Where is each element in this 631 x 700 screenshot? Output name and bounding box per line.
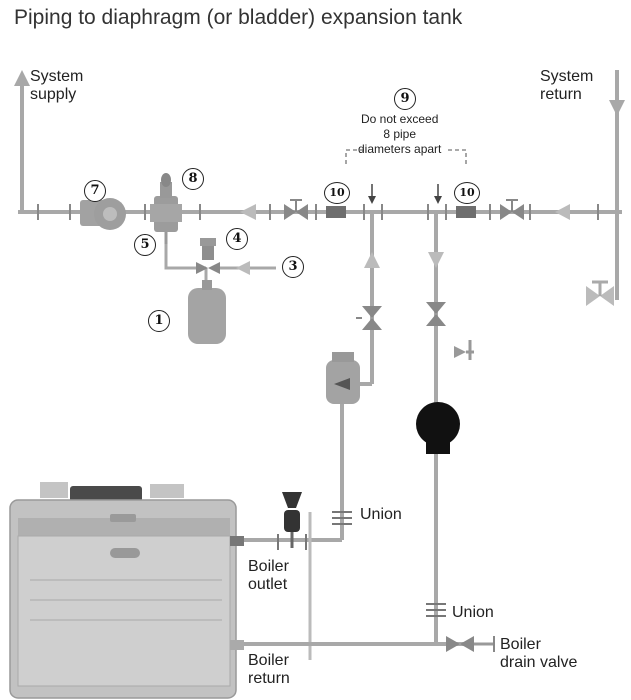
callout-7: 7	[84, 180, 106, 202]
expansion-tank-icon	[188, 280, 226, 344]
callout-10-left: 10	[324, 182, 350, 204]
callout-3: 3	[282, 256, 304, 278]
purge-valve-icon	[454, 340, 474, 360]
union-fitting-icon	[456, 206, 476, 218]
union-lower-icon	[426, 603, 446, 617]
callout-5: 5	[134, 234, 156, 256]
expansion-tank-pipe	[164, 244, 276, 286]
spacing-note: Do not exceed 8 pipe diameters apart	[358, 112, 442, 156]
callout-9: 9	[394, 88, 416, 110]
isolation-valve-icon	[426, 302, 446, 326]
callout-4: 4	[226, 228, 248, 250]
page-title: Piping to diaphragm (or bladder) expansi…	[14, 6, 463, 29]
flow-arrow-icon	[555, 204, 570, 220]
isolation-valve-icon	[500, 199, 524, 220]
tee-pointer-icon	[368, 184, 442, 204]
label-union-upper: Union	[360, 506, 402, 523]
spacing-bracket	[345, 149, 467, 164]
isolation-valve-icon	[356, 306, 382, 330]
air-separator-icon	[150, 173, 182, 244]
flow-arrow-icon	[364, 252, 380, 268]
label-system-return: System return	[540, 68, 594, 103]
label-boiler-drain-valve: Boiler drain valve	[500, 636, 578, 671]
callout-8: 8	[182, 168, 204, 190]
boiler-drain-valve-icon	[446, 636, 495, 652]
return-drain-valve-icon	[586, 280, 614, 306]
isolation-valve-icon	[284, 199, 308, 220]
fill-valve-icon	[196, 238, 220, 274]
system-return-pipe	[609, 70, 625, 300]
label-system-supply: System supply	[30, 68, 84, 103]
flow-check-valve-icon	[326, 352, 360, 404]
callout-1: 1	[148, 310, 170, 332]
boiler-pump-icon	[416, 402, 460, 454]
union-fitting-icon	[326, 206, 346, 218]
label-boiler-return: Boiler return	[248, 652, 290, 687]
flow-arrow-icon	[236, 261, 250, 275]
callout-10-right: 10	[454, 182, 480, 204]
label-boiler-outlet: Boiler outlet	[248, 558, 289, 593]
fitting-ticks	[37, 204, 599, 220]
flow-arrow-icon	[240, 204, 256, 220]
relief-valve-icon	[277, 492, 312, 660]
boiler-icon	[9, 482, 244, 699]
union-upper-icon	[332, 511, 352, 525]
system-supply-pipe	[14, 70, 30, 212]
label-union-lower: Union	[452, 604, 494, 621]
circulator-pump-icon	[80, 198, 126, 230]
flow-arrow-icon	[428, 252, 444, 268]
